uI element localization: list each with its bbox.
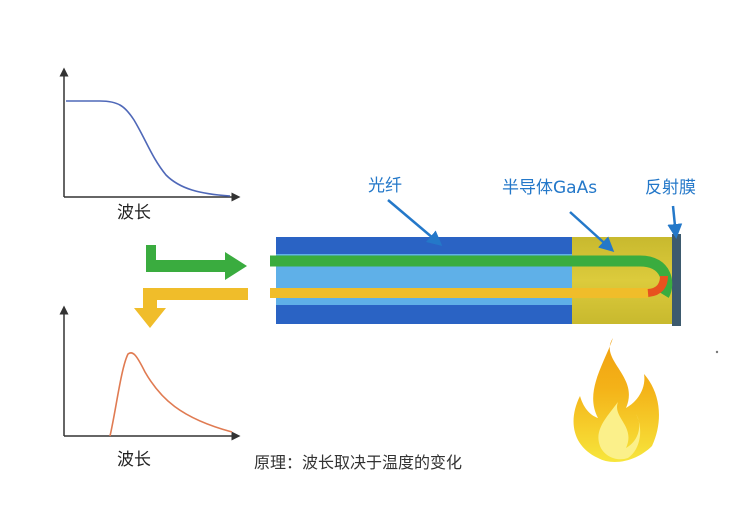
bottom-spectrum-curve <box>109 352 233 437</box>
fiber-label-pointer <box>387 199 443 246</box>
reflection-arc <box>647 275 668 297</box>
reflective-film-label-pointer <box>667 205 683 239</box>
bottom-plot-x-label: 波长 <box>117 450 151 470</box>
arrow-down-icon <box>134 288 248 328</box>
semiconductor-gaas <box>572 237 674 324</box>
bottom-spectrum-plot <box>59 305 241 441</box>
principle-caption: 原理：波长取决于温度的变化 <box>254 453 463 472</box>
green-light-path <box>270 255 673 298</box>
semiconductor-label: 半导体GaAs <box>502 178 598 198</box>
reflective-film <box>672 234 681 326</box>
top-spectrum-plot <box>59 67 241 202</box>
speck <box>715 350 719 354</box>
fiber-label: 光纤 <box>368 176 402 196</box>
arrow-right-icon <box>146 245 247 280</box>
reflective-film-label: 反射膜 <box>645 178 696 198</box>
flame-icon <box>573 338 659 462</box>
top-plot-x-label: 波长 <box>117 203 151 223</box>
fiber-probe <box>270 234 681 326</box>
top-spectrum-curve <box>66 100 231 197</box>
semiconductor-label-pointer <box>569 211 615 253</box>
